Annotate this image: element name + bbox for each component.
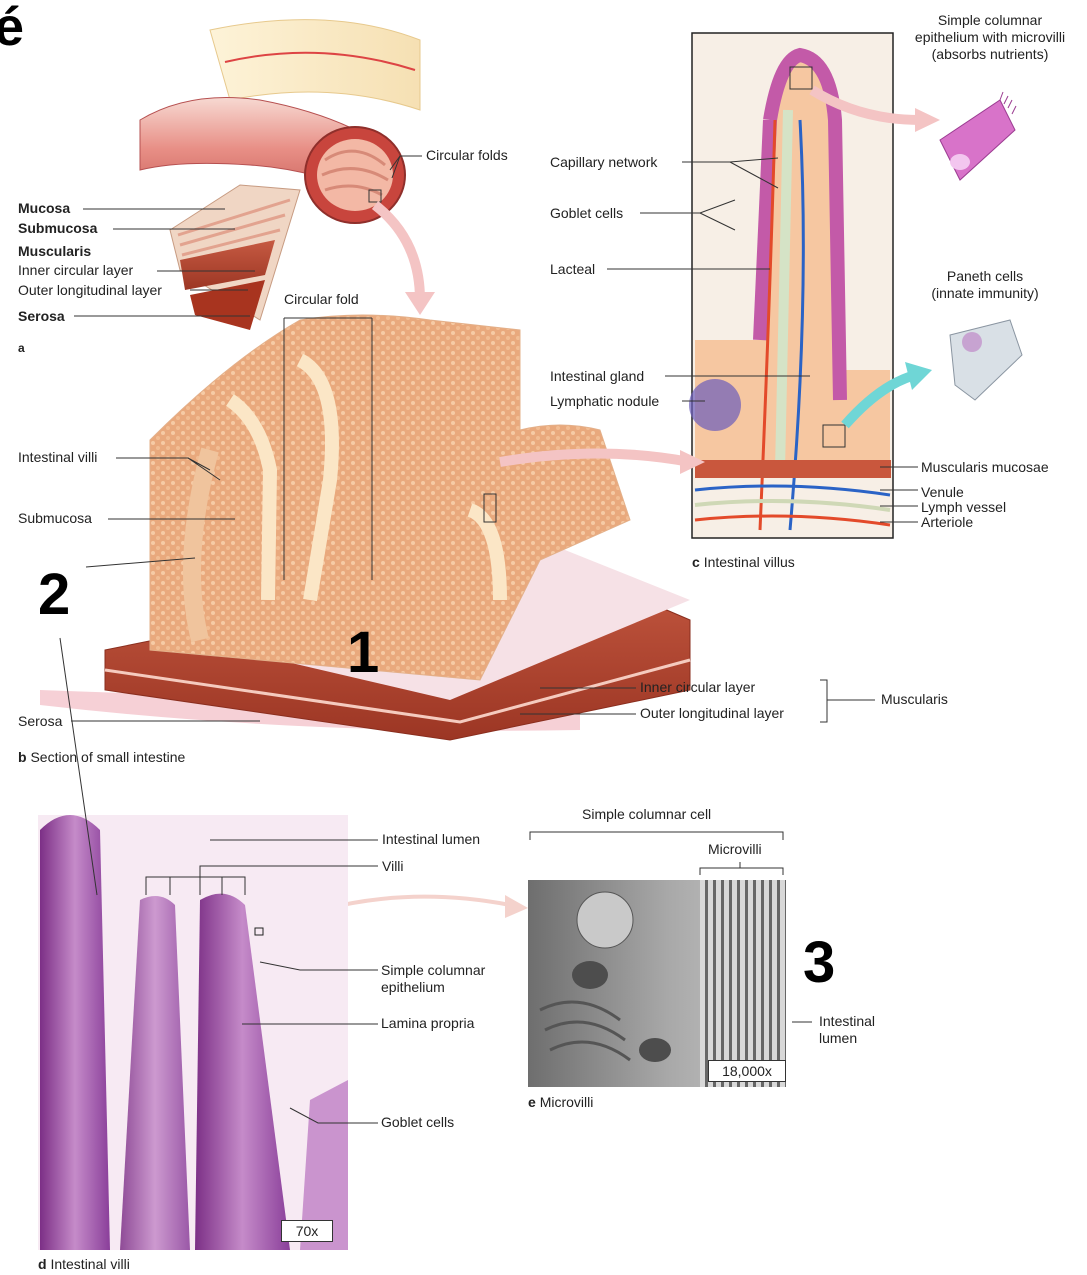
label-a-serosa: Serosa [18,308,65,325]
scale-e-magnification: 18,000x [708,1060,786,1082]
caption-e: e Microvilli [528,1094,593,1110]
caption-a: a [18,340,25,357]
label-b-submucosa: Submucosa [18,510,92,527]
label-d-simple-columnar-line2: epithelium [381,979,485,996]
caption-d-letter: d [38,1256,47,1272]
label-c-muscularis-mucosae: Muscularis mucosae [921,459,1049,476]
label-d-simple-columnar-line1: Simple columnar [381,962,485,979]
caption-c-text: Intestinal villus [704,554,795,570]
corner-glyph: é [0,0,24,56]
label-e-microvilli: Microvilli [708,841,762,858]
scale-d-magnification: 70x [281,1220,333,1242]
label-c-simple-columnar-line2: epithelium with microvilli [900,29,1080,46]
label-b-serosa: Serosa [18,713,62,730]
marker-1: 1 [347,624,379,682]
label-b-inner-circular: Inner circular layer [640,679,755,696]
caption-d: d Intestinal villi [38,1256,130,1272]
caption-b: b Section of small intestine [18,749,185,765]
caption-d-text: Intestinal villi [50,1256,129,1272]
label-b-outer-longitudinal: Outer longitudinal layer [640,705,784,722]
label-c-lacteal: Lacteal [550,261,595,278]
label-c-simple-columnar: Simple columnar epithelium with microvil… [900,12,1080,63]
label-a-outer-longitudinal: Outer longitudinal layer [18,282,162,299]
label-c-paneth-line1: Paneth cells [905,268,1065,285]
label-e-intestinal-lumen: Intestinal lumen [819,1013,875,1047]
caption-e-text: Microvilli [540,1094,594,1110]
label-b-muscularis: Muscularis [881,691,948,708]
caption-b-text: Section of small intestine [30,749,185,765]
label-b-circular-fold: Circular fold [284,291,359,308]
label-a-circular-folds: Circular folds [426,147,508,164]
label-d-villi: Villi [382,858,404,875]
label-e-simple-columnar-cell: Simple columnar cell [582,806,711,823]
label-d-goblet-cells: Goblet cells [381,1114,454,1131]
label-a-inner-circular: Inner circular layer [18,262,133,279]
caption-e-letter: e [528,1094,536,1110]
label-e-intestinal-lumen-line1: Intestinal [819,1013,875,1030]
marker-3: 3 [803,934,835,992]
panel-a-intestine-art [140,20,420,330]
caption-c-letter: c [692,554,700,570]
label-a-mucosa: Mucosa [18,200,70,217]
label-d-intestinal-lumen: Intestinal lumen [382,831,480,848]
paneth-cell-illustration [950,320,1022,400]
label-e-intestinal-lumen-line2: lumen [819,1030,875,1047]
label-c-lymphatic-nodule: Lymphatic nodule [550,393,659,410]
label-c-simple-columnar-line3: (absorbs nutrients) [900,46,1080,63]
label-c-capillary-network: Capillary network [550,154,657,171]
label-b-intestinal-villi: Intestinal villi [18,449,97,466]
caption-c: c Intestinal villus [692,554,795,570]
label-a-muscularis: Muscularis [18,243,91,260]
panel-d-histology-art [38,815,348,1250]
label-c-simple-columnar-line1: Simple columnar [900,12,1080,29]
label-c-arteriole: Arteriole [921,514,973,531]
label-d-lamina-propria: Lamina propria [381,1015,474,1032]
columnar-cell-illustration [940,92,1016,180]
label-c-paneth-line2: (innate immunity) [905,285,1065,302]
marker-2: 2 [38,566,70,624]
label-c-paneth: Paneth cells (innate immunity) [905,268,1065,302]
label-c-intestinal-gland: Intestinal gland [550,368,644,385]
label-a-submucosa: Submucosa [18,220,97,237]
panel-e-em-art [528,880,786,1087]
caption-b-letter: b [18,749,27,765]
label-d-simple-columnar: Simple columnar epithelium [381,962,485,996]
label-c-goblet-cells: Goblet cells [550,205,623,222]
